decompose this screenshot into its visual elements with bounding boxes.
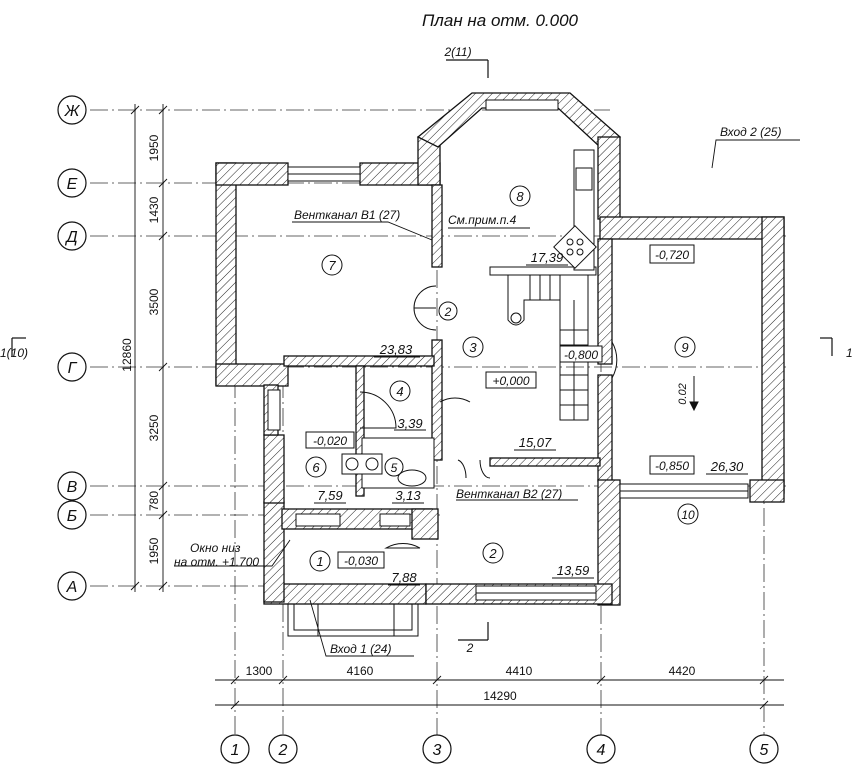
dim-v-total: 12860 xyxy=(120,338,134,372)
axis-markers-cols xyxy=(220,734,779,764)
dim-h-2: 4160 xyxy=(347,664,374,678)
dim-h-1: 1300 xyxy=(246,664,273,678)
area-6: 7,59 xyxy=(317,488,342,503)
dim-h-total: 14290 xyxy=(483,689,517,703)
note-vent-b1: Вентканал В1 (27) xyxy=(294,208,400,222)
room-2a: 2 xyxy=(444,305,452,319)
room-10: 10 xyxy=(681,508,695,522)
note-entry2: Вход 2 (25) xyxy=(720,125,781,139)
level-boxes xyxy=(305,244,695,569)
section-marks xyxy=(11,59,833,641)
room-3: 3 xyxy=(469,340,477,355)
section-mark-right: 1 xyxy=(846,346,853,360)
axis-label-4: 4 xyxy=(597,742,606,759)
entry-porch xyxy=(287,603,419,637)
level-0850: -0,850 xyxy=(655,459,689,473)
note-4: См.прим.п.4 xyxy=(448,213,517,227)
note-vent-b2: Вентканал В2 (27) xyxy=(456,487,562,501)
note-window-1: Окно низ xyxy=(190,541,241,555)
dim-v-6: 1950 xyxy=(147,537,161,564)
dim-v-2: 1430 xyxy=(147,196,161,223)
room-2b: 2 xyxy=(488,546,497,561)
level-0720: -0,720 xyxy=(655,248,689,262)
dim-v-5: 780 xyxy=(147,491,161,511)
plan-title: План на отм. 0.000 xyxy=(422,11,579,30)
dim-v-3: 3500 xyxy=(147,288,161,315)
kitchen-fixtures xyxy=(553,149,597,271)
axis-label-zh: Ж xyxy=(64,103,81,120)
axis-label-a: А xyxy=(66,579,78,596)
room-6: 6 xyxy=(312,460,320,475)
axis-label-5: 5 xyxy=(760,742,769,759)
dimension-lines-horizontal xyxy=(215,675,784,710)
area-2: 13,59 xyxy=(557,563,590,578)
axis-label-3: 3 xyxy=(433,742,442,759)
area-4: 3,39 xyxy=(397,416,422,431)
dim-v-4: 3250 xyxy=(147,414,161,441)
room-7: 7 xyxy=(328,258,336,273)
slope-label: 0.02 xyxy=(677,383,689,404)
level-0800: -0,800 xyxy=(564,348,598,362)
area-9: 26,30 xyxy=(710,459,744,474)
room-8: 8 xyxy=(516,189,524,204)
staircase xyxy=(489,266,597,421)
axis-label-d: Д xyxy=(64,229,77,246)
area-8: 17,39 xyxy=(531,250,564,265)
note-entry1: Вход 1 (24) xyxy=(330,642,391,656)
dimension-lines-vertical xyxy=(130,104,168,592)
walls xyxy=(215,92,785,606)
section-mark-top: 2(11) xyxy=(443,45,471,59)
dim-h-4: 4420 xyxy=(669,664,696,678)
level-zero: +0,000 xyxy=(492,374,529,388)
area-1: 7,88 xyxy=(391,570,417,585)
slope-arrow xyxy=(689,376,699,412)
axis-label-v: В xyxy=(67,479,78,496)
windows xyxy=(267,99,749,601)
axis-label-g: Г xyxy=(68,360,78,377)
area-underlines xyxy=(314,264,748,586)
axis-label-2: 2 xyxy=(278,742,288,759)
dim-v-1: 1950 xyxy=(147,134,161,161)
note-window-2: на отм. +1.700 xyxy=(174,555,259,569)
level-0020: -0,020 xyxy=(313,434,347,448)
axis-label-b: Б xyxy=(67,508,77,525)
doors xyxy=(359,285,618,549)
level-0030: -0,030 xyxy=(344,554,378,568)
section-mark-bottom: 2 xyxy=(466,641,474,655)
room-5: 5 xyxy=(391,461,398,475)
axis-label-e: Е xyxy=(67,176,78,193)
room-number-circles xyxy=(305,185,699,572)
room-4: 4 xyxy=(396,384,403,399)
area-3: 15,07 xyxy=(519,435,552,450)
area-5: 3,13 xyxy=(395,488,421,503)
section-mark-left: 1(10) xyxy=(0,346,28,360)
axis-label-1: 1 xyxy=(231,742,240,759)
dim-h-3: 4410 xyxy=(506,664,533,678)
room-9: 9 xyxy=(681,340,688,355)
note-leaders xyxy=(174,139,800,657)
axis-markers-rows xyxy=(57,95,87,601)
room-1: 1 xyxy=(316,554,323,569)
area-7: 23,83 xyxy=(379,342,413,357)
